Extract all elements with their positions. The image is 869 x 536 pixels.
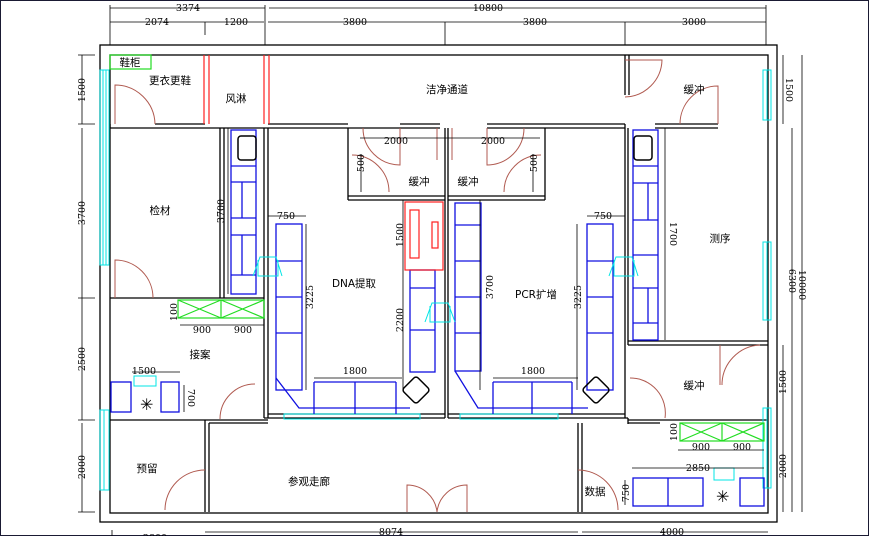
room-label: 洁净通道	[426, 83, 468, 96]
room-label: 测序	[710, 232, 731, 245]
lab-benches	[110, 129, 765, 507]
doors[interactable]	[114, 59, 761, 513]
dim-text: 2000	[77, 455, 88, 479]
room-label: 数据	[585, 485, 606, 498]
dim-text: 3700	[77, 201, 88, 225]
dim-text: 900	[733, 442, 751, 453]
dna-cabinet	[404, 201, 444, 271]
shelves	[177, 299, 765, 442]
dim-text: 1800	[343, 366, 367, 377]
dim-text: 10800	[473, 3, 503, 14]
room-label: 缓冲	[409, 175, 430, 188]
room-label: 检材	[150, 204, 171, 217]
dim-text: 6300	[786, 269, 797, 293]
dim-text: 500	[529, 154, 540, 172]
dim-text: 700	[185, 389, 196, 407]
outer-walls	[99, 44, 778, 523]
chair-icon: ✳	[140, 395, 153, 414]
room-label: 缓冲	[458, 175, 479, 188]
dim-text: 750	[594, 211, 612, 222]
dim-text: 2500	[77, 347, 88, 371]
dim-text: 3225	[573, 285, 584, 309]
chair-icon: ✳	[716, 487, 729, 506]
dim-text: 3800	[523, 17, 547, 28]
dim-text: 500	[356, 154, 367, 172]
dim-text: 3800	[343, 17, 367, 28]
windows	[99, 69, 772, 491]
dim-text: 2000	[778, 454, 789, 478]
dim-text: 1700	[667, 222, 678, 246]
dim-text: 1500	[783, 78, 794, 102]
room-label: 预留	[137, 462, 158, 475]
dim-text: 2000	[481, 136, 505, 147]
dim-text: 750	[621, 484, 632, 502]
interior-walls	[109, 55, 768, 512]
dim-text: 2074	[145, 17, 169, 28]
room-label: 缓冲	[684, 83, 705, 96]
pass-boxes	[252, 256, 639, 323]
dim-text: 1200	[224, 17, 248, 28]
dim-text: 900	[193, 325, 211, 336]
dim-text: 100	[669, 423, 680, 441]
dim-text: 2200	[395, 308, 406, 332]
dim-text: 3225	[305, 285, 316, 309]
room-label: 接案	[190, 348, 211, 361]
dim-text: 4000	[660, 527, 684, 536]
dim-text: 750	[277, 211, 295, 222]
dim-text: 3700	[485, 275, 496, 299]
room-label: DNA提取	[332, 278, 377, 290]
dim-text: 10000	[796, 270, 807, 300]
room-label: 缓冲	[684, 379, 705, 392]
dim-text: 3700	[216, 199, 227, 223]
room-label: 风淋	[226, 92, 247, 105]
dim-text: 1500	[132, 366, 156, 377]
dim-text: 1500	[77, 78, 88, 102]
dim-text: 900	[234, 325, 252, 336]
dim-text: 100	[169, 303, 180, 321]
room-label: 更衣更鞋	[149, 74, 191, 87]
room-label: PCR扩增	[515, 288, 557, 301]
air-shower-doors	[203, 55, 270, 124]
dim-text: 2000	[384, 136, 408, 147]
sink-icons: ✳ ✳	[133, 135, 735, 506]
room-label: 参观走廊	[288, 475, 330, 488]
room-label: 鞋柜	[120, 56, 141, 69]
dim-text: 2850	[686, 463, 710, 474]
dimension-lines	[78, 5, 803, 536]
dim-text: 3000	[682, 17, 706, 28]
dim-text: 2800	[143, 533, 167, 536]
dim-text: 8074	[379, 527, 403, 536]
dim-text: 900	[692, 442, 710, 453]
dim-text: 1800	[521, 366, 545, 377]
dim-text: 1500	[395, 223, 406, 247]
dim-text: 3374	[176, 3, 200, 14]
shoe-cabinet	[109, 54, 152, 70]
dim-text: 1500	[778, 370, 789, 394]
